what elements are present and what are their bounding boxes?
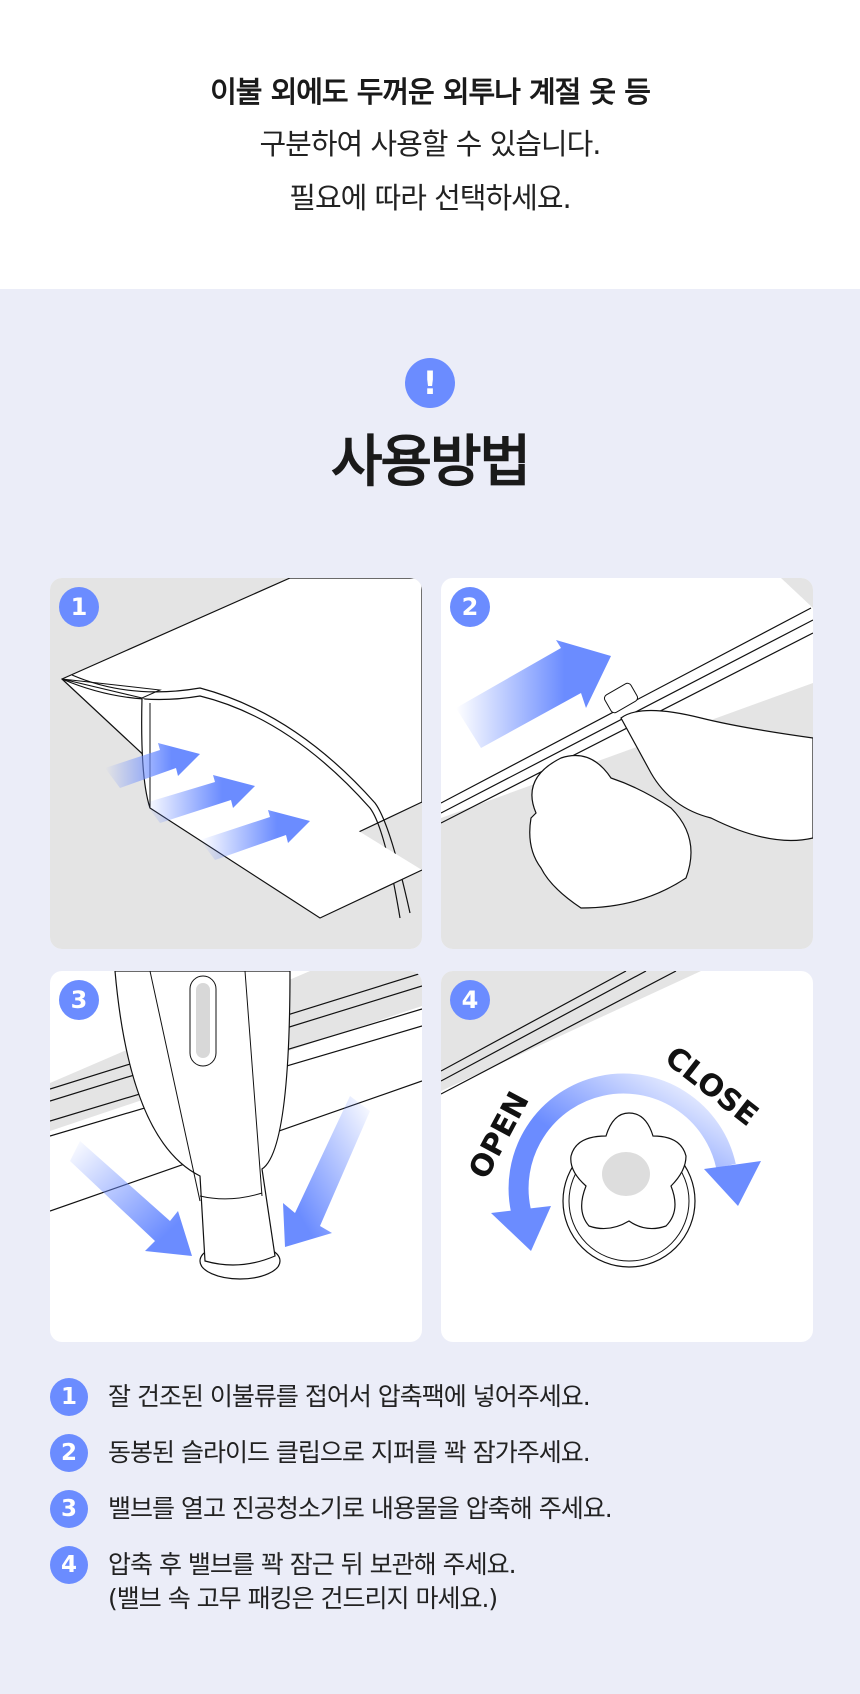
step-number-badge: 1: [50, 1378, 88, 1416]
instruction-step: 3 밸브를 열고 진공청소기로 내용물을 압축해 주세요.: [50, 1490, 613, 1528]
step-card-2: 2: [441, 578, 813, 949]
intro-line-2: 구분하여 사용할 수 있습니다.: [259, 127, 601, 161]
arrow-icon: [70, 1141, 192, 1256]
step-text: 잘 건조된 이불류를 접어서 압축팩에 넣어주세요.: [108, 1382, 591, 1411]
arrow-icon: [145, 775, 255, 823]
instruction-step: 2 동봉된 슬라이드 클립으로 지퍼를 꽉 잠가주세요.: [50, 1434, 591, 1472]
step-text: 압축 후 밸브를 꽉 잠근 뒤 보관해 주세요.: [108, 1550, 517, 1579]
step-text-block: 압축 후 밸브를 꽉 잠근 뒤 보관해 주세요. (밸브 속 고무 패킹은 건드…: [108, 1548, 517, 1616]
arrow-left-icon: [491, 1206, 551, 1251]
intro-line-3: 필요에 따라 선택하세요.: [289, 181, 571, 215]
intro-section: 이불 외에도 두꺼운 외투나 계절 옷 등 구분하여 사용할 수 있습니다. 필…: [0, 0, 860, 289]
folded-blanket-illustration: [50, 578, 422, 949]
instruction-step: 4 압축 후 밸브를 꽉 잠근 뒤 보관해 주세요. (밸브 속 고무 패킹은 …: [50, 1546, 517, 1616]
step-text: 동봉된 슬라이드 클립으로 지퍼를 꽉 잠가주세요.: [108, 1438, 591, 1467]
arrow-icon: [456, 640, 611, 748]
arrow-icon: [105, 743, 200, 788]
step-number-badge: 4: [50, 1546, 88, 1584]
step-note: (밸브 속 고무 패킹은 건드리지 마세요.): [108, 1584, 498, 1613]
step-badge: 1: [59, 587, 99, 627]
section-title: 사용방법: [330, 430, 531, 495]
arrow-right-icon: [704, 1161, 761, 1206]
step-badge: 2: [450, 587, 490, 627]
zipper-clip-illustration: [441, 578, 813, 949]
step-number-badge: 3: [50, 1490, 88, 1528]
step-badge: 3: [59, 980, 99, 1020]
step-card-3: 3: [50, 971, 422, 1342]
vacuum-valve-illustration: [50, 971, 422, 1280]
intro-headline: 이불 외에도 두꺼운 외투나 계절 옷 등: [210, 75, 651, 109]
step-number-badge: 2: [50, 1434, 88, 1472]
step-badge: 4: [450, 980, 490, 1020]
step-card-4: OPEN CLOSE 4: [441, 971, 813, 1342]
valve-cap-illustration: OPEN CLOSE: [441, 971, 764, 1268]
instruction-step: 1 잘 건조된 이불류를 접어서 압축팩에 넣어주세요.: [50, 1378, 591, 1416]
exclamation-icon: !: [405, 358, 455, 408]
arrow-icon: [283, 1096, 370, 1247]
step-card-1: 1: [50, 578, 422, 949]
step-text: 밸브를 열고 진공청소기로 내용물을 압축해 주세요.: [108, 1494, 613, 1523]
arrow-icon: [200, 810, 310, 860]
